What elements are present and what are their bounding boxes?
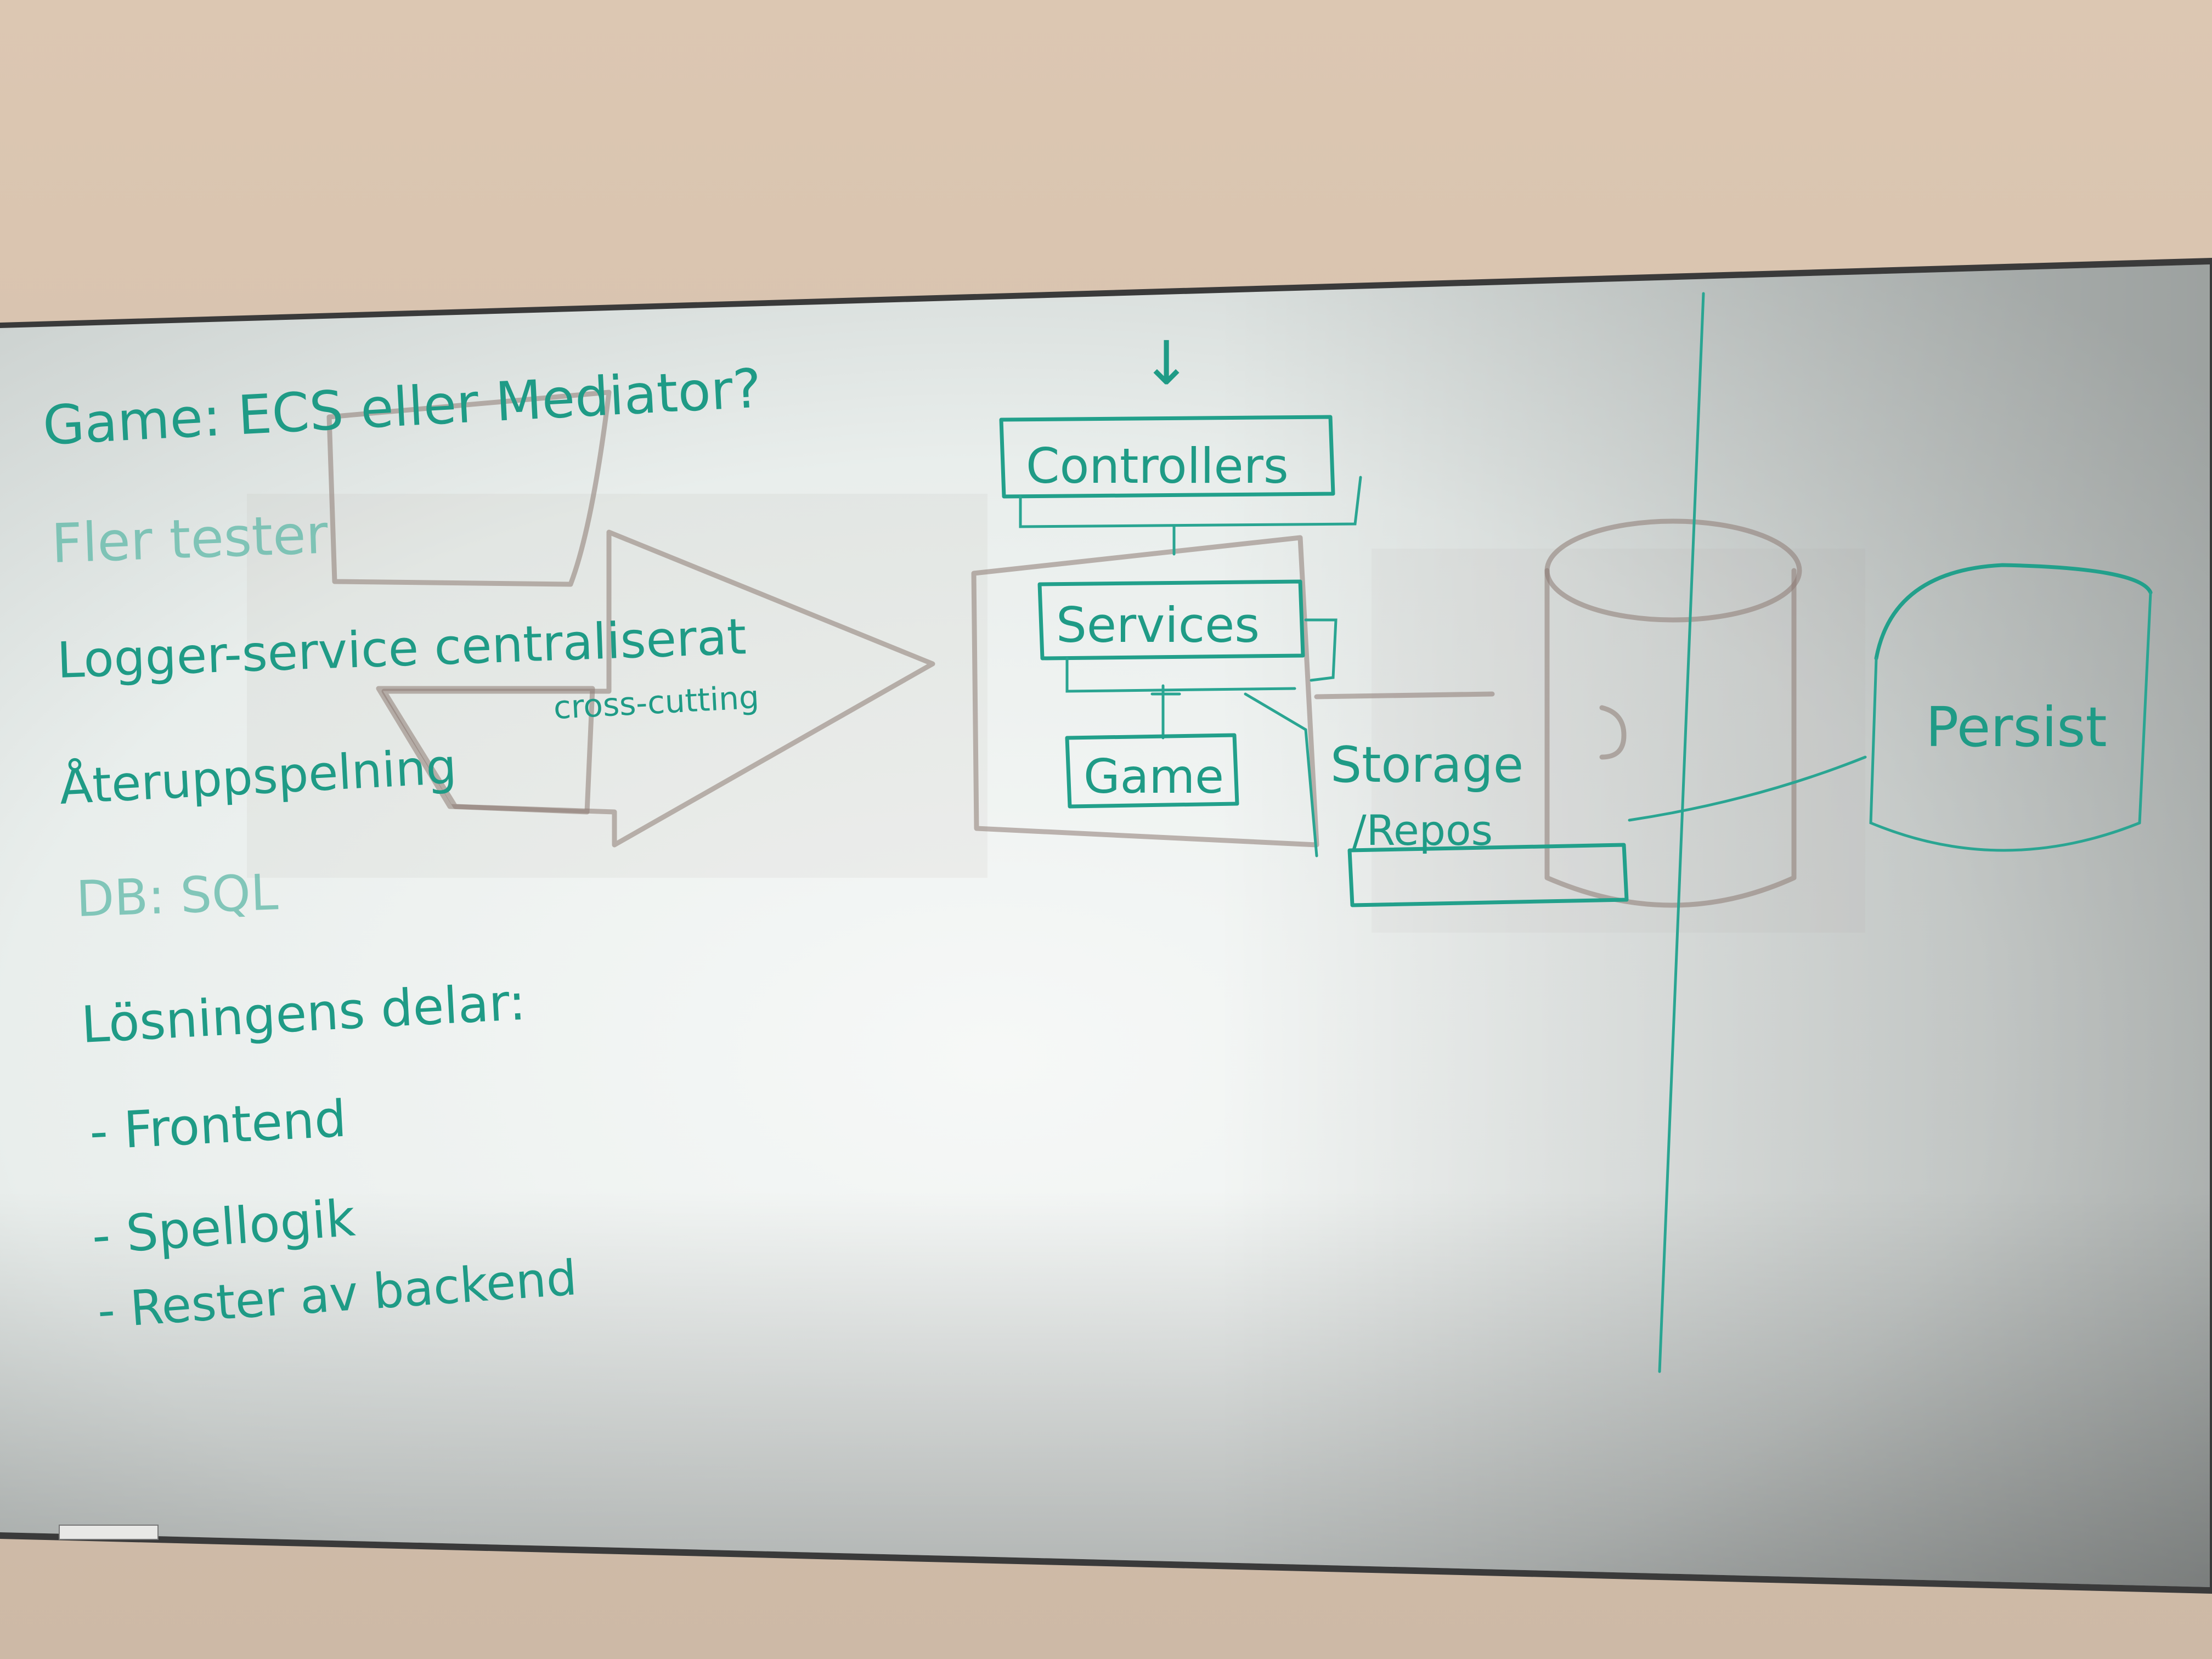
persist-label: Persist — [1926, 695, 2107, 759]
persist-database: Persist — [1869, 563, 2153, 852]
game-label: Game — [1084, 749, 1224, 804]
services-label: Services — [1056, 597, 1260, 653]
game-box — [1065, 733, 1239, 809]
services-box — [1037, 579, 1305, 661]
brand-label — [59, 1525, 159, 1540]
divider-line — [1658, 292, 1705, 1373]
note-db: DB: SQL — [75, 864, 279, 928]
note-frontend: - Frontend — [88, 1090, 348, 1161]
board-shade-bottom — [0, 264, 2210, 1587]
storage-box — [1347, 843, 1629, 907]
controllers-box — [999, 415, 1335, 499]
storage-label: Storage — [1330, 736, 1523, 794]
erased-marks — [247, 390, 1865, 933]
architecture-diagram: ↓ Controllers Services Game Storage /Rep… — [999, 328, 2153, 907]
note-tests: Fler tester — [50, 503, 329, 575]
controllers-label: Controllers — [1026, 438, 1289, 494]
entry-arrow: ↓ — [1141, 328, 1192, 398]
repos-label: /Repos — [1352, 806, 1493, 855]
